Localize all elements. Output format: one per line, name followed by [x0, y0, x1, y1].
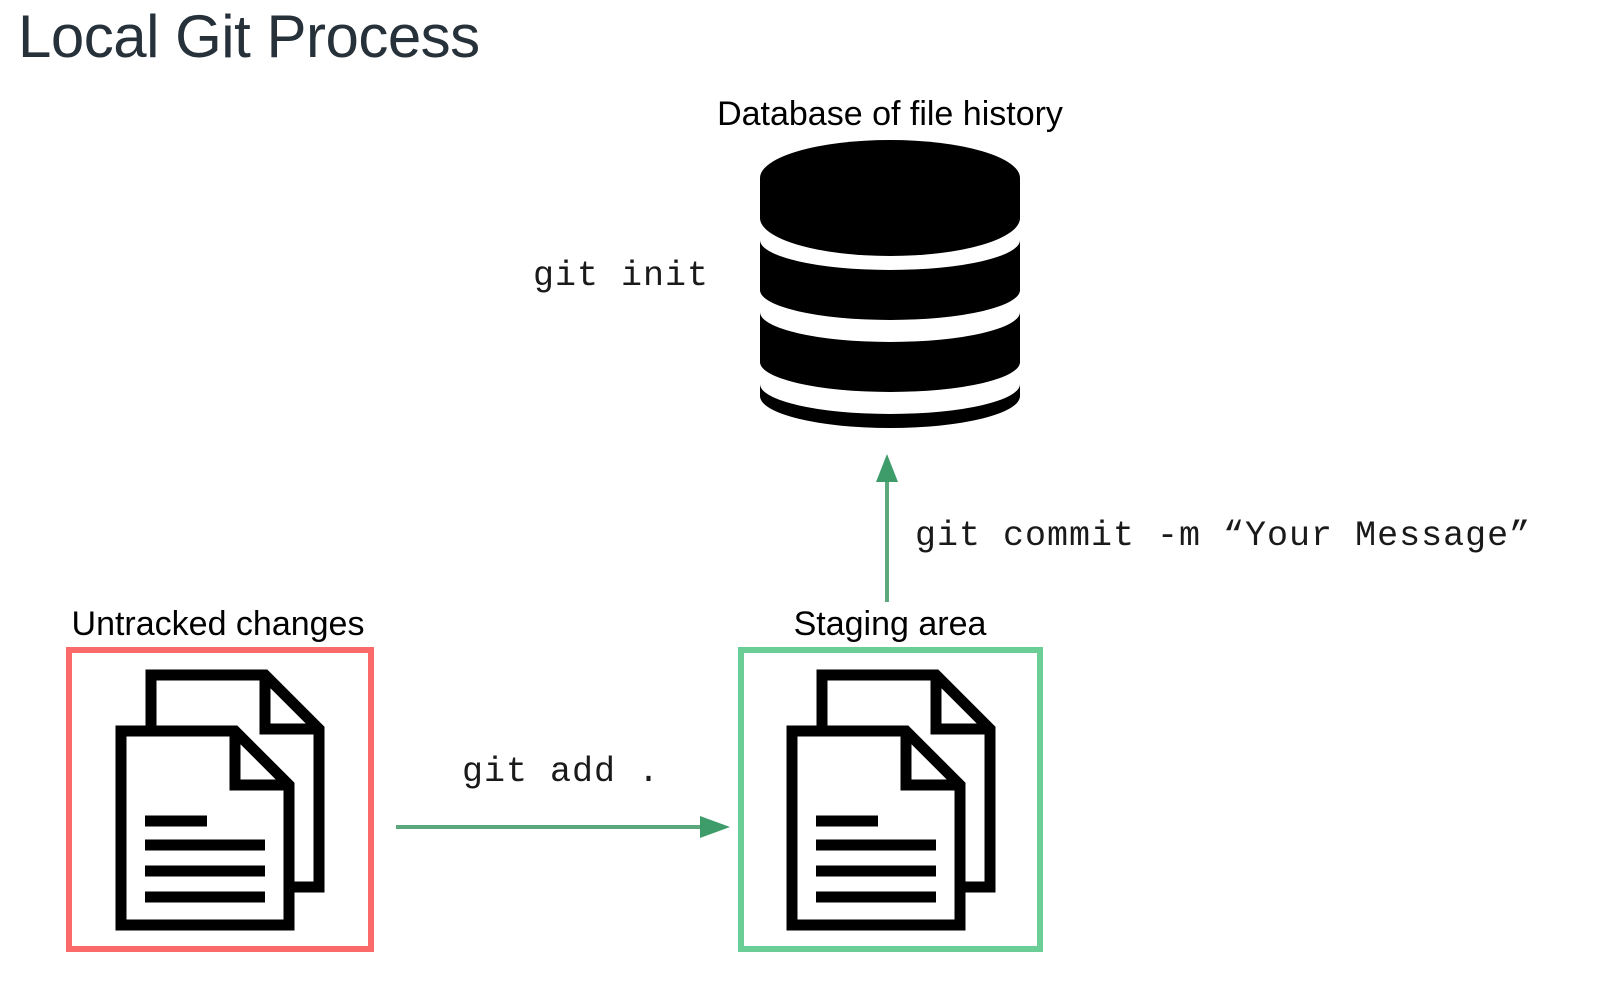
untracked-changes-label: Untracked changes [71, 605, 365, 643]
documents-icon [115, 669, 325, 930]
commit-arrow-icon [876, 454, 898, 602]
git-commit-command-label: git commit -m “Your Message” [915, 516, 1532, 556]
git-init-command-label: git init [533, 256, 710, 296]
add-arrow-icon [396, 816, 730, 838]
database-cylinder-icon [760, 140, 1020, 428]
staging-area-box [738, 647, 1043, 952]
documents-icon [786, 669, 995, 930]
database-label: Database of file history [717, 95, 1063, 133]
untracked-changes-box [66, 647, 374, 952]
staging-area-label: Staging area [793, 605, 987, 643]
page-title: Local Git Process [18, 3, 480, 70]
git-add-command-label: git add . [462, 752, 661, 792]
